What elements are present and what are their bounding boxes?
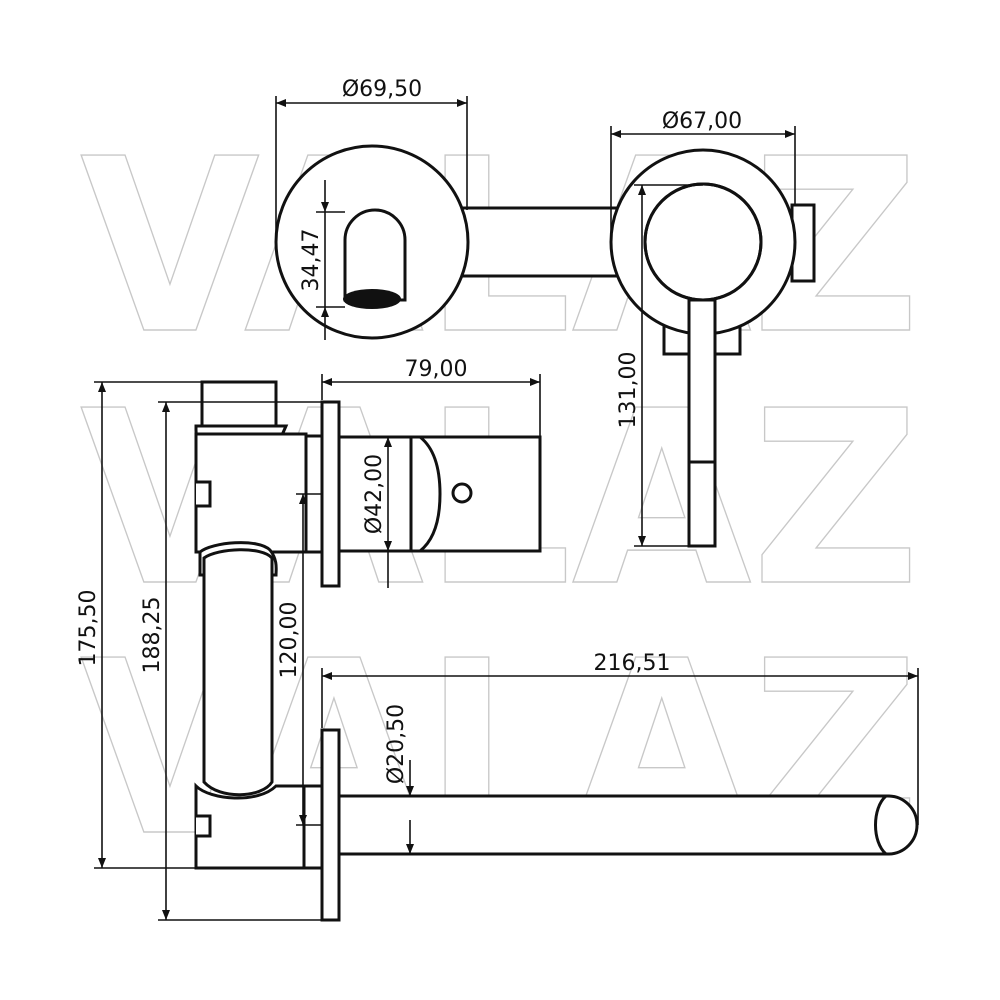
spout-outlet (343, 208, 407, 302)
spout-opening (343, 289, 401, 309)
dim-centre-distance: 120,00 (277, 602, 302, 679)
cartridge-housing (337, 435, 413, 553)
front-view: Ø69,50 34,47 Ø67,00 131,00 (274, 77, 816, 548)
body-riser-pipe (202, 548, 274, 797)
spout-tip (874, 794, 888, 856)
dim-spout-length: 216,51 (594, 651, 671, 676)
dim-handle-lever-length: 131,00 (616, 352, 641, 429)
valve-body-lower (194, 782, 308, 870)
spout-plate-side (320, 728, 341, 922)
dim-cover-plate-diameter: Ø69,50 (342, 77, 422, 102)
handle-set-screw (451, 482, 473, 504)
dim-cartridge-diameter: Ø42,00 (362, 454, 387, 534)
body-top-cap (200, 380, 278, 428)
dim-spout-diameter: Ø20,50 (384, 704, 409, 784)
handle-body (415, 435, 542, 553)
lower-notch (196, 814, 212, 838)
connecting-bar (460, 206, 622, 278)
side-view: 79,00 Ø42,00 175,50 188,25 120,00 216,51 (76, 357, 919, 922)
spout-pipe (337, 794, 919, 856)
dim-body-depth: 79,00 (405, 357, 468, 382)
dim-spout-outlet-height: 34,47 (299, 229, 324, 292)
valve-body-notch (196, 480, 212, 508)
dim-overall-height-outer: 175,50 (76, 590, 101, 667)
valve-body-block (194, 432, 308, 554)
lower-port (302, 784, 324, 870)
handle-plate-side (320, 400, 341, 588)
dim-handle-plate-diameter: Ø67,00 (662, 109, 742, 134)
handle-lever (687, 298, 717, 548)
dim-overall-height-inner: 188,25 (140, 597, 165, 674)
